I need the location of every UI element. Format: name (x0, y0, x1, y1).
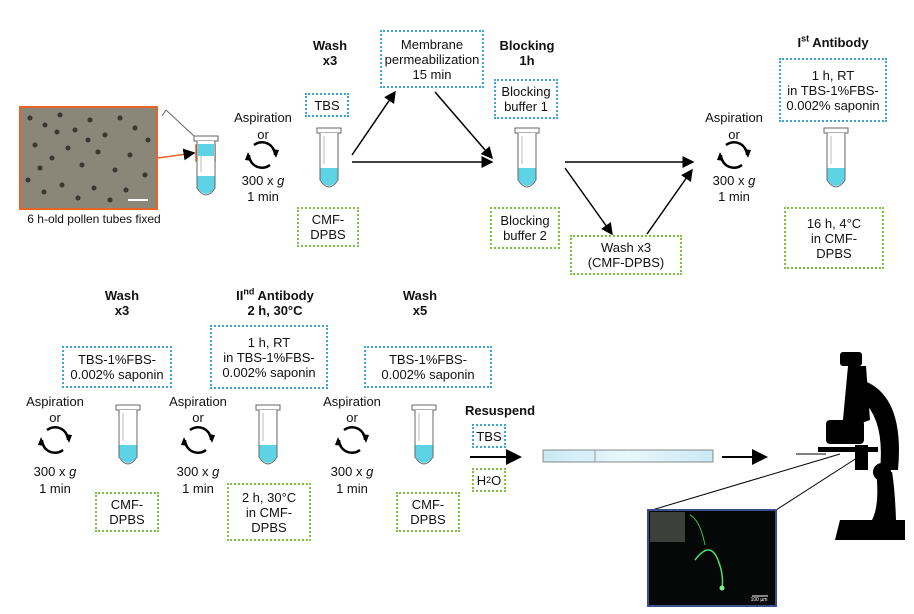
aspiration-or: or (346, 410, 358, 425)
cycle-icon (36, 425, 74, 455)
aspiration-label: Aspiration (705, 110, 763, 125)
aspiration-time: 1 min (182, 481, 214, 496)
tube-icon (115, 404, 141, 465)
tbs-box: TBS (472, 424, 506, 448)
aspiration-time: 1 min (718, 189, 750, 204)
aspiration-or: or (728, 127, 740, 142)
scale-bar-label: 100 µm (750, 597, 768, 603)
aspiration-label: Aspiration (323, 394, 381, 409)
aspiration-speed: 300 x g (712, 173, 756, 188)
tube-icon (411, 404, 437, 465)
cycle-icon (179, 425, 217, 455)
pollen-micrograph (19, 106, 158, 210)
cycle-icon (333, 425, 371, 455)
aspiration-or: or (192, 410, 204, 425)
cmf-dpbs-box: CMF-DPBS (95, 492, 159, 532)
cmf-dpbs-box: CMF-DPBS (297, 207, 359, 247)
tube-icon (316, 127, 342, 188)
aspiration-speed: 300 x g (330, 464, 374, 479)
resuspend-label: Resuspend (464, 403, 536, 418)
aspiration-label: Aspiration (169, 394, 227, 409)
aspiration-speed: 300 x g (241, 173, 285, 188)
tube-icon (514, 127, 540, 188)
aspiration-label: Aspiration (26, 394, 84, 409)
tube-icon (255, 404, 281, 465)
aspiration-label: Aspiration (234, 110, 292, 125)
aspiration-speed: 300 x g (33, 464, 77, 479)
microscope-icon (818, 352, 905, 540)
aspiration-time: 1 min (39, 481, 71, 496)
wash-buffer-box: TBS-1%FBS-0.002% saponin (62, 346, 172, 388)
cycle-icon (243, 140, 281, 170)
aspiration-or: or (49, 410, 61, 425)
wash-buffer-box: TBS-1%FBS-0.002% saponin (364, 346, 492, 388)
tube-icon (161, 109, 219, 196)
microscope-slide (542, 449, 714, 463)
cycle-icon (715, 140, 753, 170)
cmf-dpbs-box: CMF-DPBS (396, 492, 460, 532)
aspiration-speed: 300 x g (176, 464, 220, 479)
wash-cmf-dpbs-box: Wash x3(CMF-DPBS) (570, 235, 682, 275)
aspiration-time: 1 min (336, 481, 368, 496)
aspiration-time: 1 min (247, 189, 279, 204)
first-antibody-header: Ist Antibody (797, 33, 869, 50)
pollen-caption: 6 h-old pollen tubes fixed (27, 212, 161, 226)
tbs-box: TBS (305, 93, 349, 117)
fluorescence-micrograph (647, 509, 777, 607)
tube-icon (823, 127, 849, 188)
aspiration-or: or (257, 127, 269, 142)
